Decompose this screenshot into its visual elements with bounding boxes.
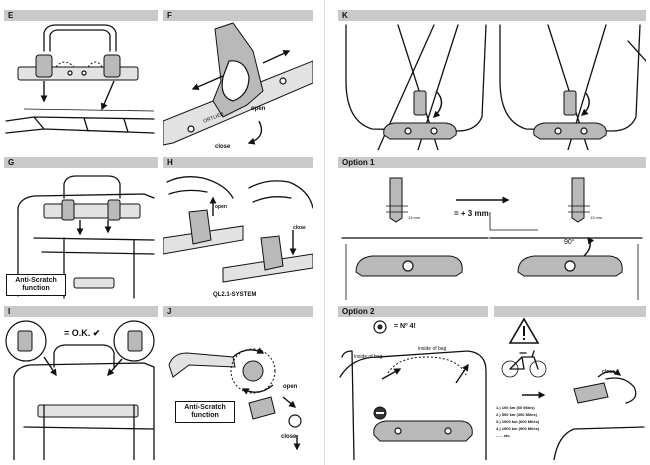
column-divider — [324, 0, 325, 465]
panel-h: H open close QL2.1-SYSTEM — [163, 157, 313, 300]
panel-e: E — [4, 10, 158, 150]
open-label: open — [251, 106, 266, 112]
panel-j: J Anti-Scratch function open close — [163, 306, 313, 460]
panel-i: I = O.K. ✔ — [4, 306, 158, 460]
open-label: open — [215, 204, 227, 210]
interval-item: 1.) 100 km (60 Miles) — [496, 405, 535, 410]
panel-g: G Anti-Scratch function — [4, 157, 158, 300]
panel-header: H — [163, 157, 313, 168]
interval-item: 3.) 1000 km (600 Miles) — [496, 419, 540, 424]
panel-header: I — [4, 306, 158, 317]
anti-scratch-label: Anti-Scratch function — [175, 401, 235, 423]
check-interval-illustration — [501, 317, 645, 460]
panel-option-2: Option 2 = Nº 4! inside of bag inside of… — [338, 306, 488, 460]
panel-letter: K — [342, 11, 348, 20]
rotation-angle: 90° — [564, 239, 575, 246]
close-label: close — [281, 434, 297, 440]
interval-item: 4.) 1500 km (900 Miles) — [496, 426, 540, 431]
panel-letter: J — [167, 307, 172, 316]
panel-maintenance: close 1.) 100 km (60 Miles) 2.) 500 km (… — [494, 306, 646, 460]
interval-item: 2.) 500 km (300 Miles) — [496, 412, 537, 417]
panel-letter: E — [8, 11, 14, 20]
interval-item: ...... etc. — [496, 433, 511, 438]
panel-letter: H — [167, 158, 173, 167]
panel-title: Option 1 — [342, 158, 375, 167]
close-label: close — [215, 144, 231, 150]
panel-letter: F — [167, 11, 172, 20]
interval-list: 1.) 100 km (60 Miles) 2.) 500 km (300 Mi… — [496, 404, 556, 439]
close-label: close — [293, 225, 306, 231]
ok-label: = O.K. ✔ — [64, 328, 101, 338]
ql21-hook-illustration — [163, 176, 313, 283]
panel-header: F — [163, 10, 313, 21]
close-label: close — [602, 369, 615, 375]
panel-option-1: Option 1 13 mm = + 3 mm 13 mm 90° — [338, 157, 646, 300]
dimension-after: 13 mm — [590, 215, 603, 220]
hook-offset-illustration — [341, 177, 643, 300]
insert-replace-illustration — [339, 320, 487, 460]
bottom-hook-illustration — [345, 24, 646, 150]
dimension-before: 13 mm — [408, 215, 421, 220]
offset-note: = + 3 mm — [454, 209, 489, 218]
open-label: open — [283, 384, 298, 390]
part-number-note: = Nº 4! — [394, 323, 416, 330]
panel-k: K — [338, 10, 646, 150]
panel-header — [494, 306, 646, 317]
panel-header: K — [338, 10, 646, 21]
panel-header: Option 2 — [338, 306, 488, 317]
inside-of-bag-label: inside of bag — [418, 346, 447, 352]
panel-header: Option 1 — [338, 157, 646, 168]
panel-letter: I — [8, 307, 11, 316]
inside-of-bag-label: inside of bag — [354, 354, 383, 360]
anti-scratch-label: Anti-Scratch function — [6, 274, 66, 296]
panel-letter: G — [8, 158, 15, 167]
insert-adjust-illustration — [168, 347, 302, 451]
bag-mounting-illustration — [17, 175, 155, 299]
panel-title: Option 2 — [342, 307, 375, 316]
panel-header: E — [4, 10, 158, 21]
check-fit-illustration — [5, 320, 155, 460]
hook-lock-illustration — [163, 22, 313, 146]
panel-header: G — [4, 157, 158, 168]
rack-hook-illustration — [5, 24, 155, 134]
system-caption: QL2.1-SYSTEM — [213, 292, 257, 298]
panel-header: J — [163, 306, 313, 317]
panel-f: F ORTLIEB open close — [163, 10, 313, 150]
